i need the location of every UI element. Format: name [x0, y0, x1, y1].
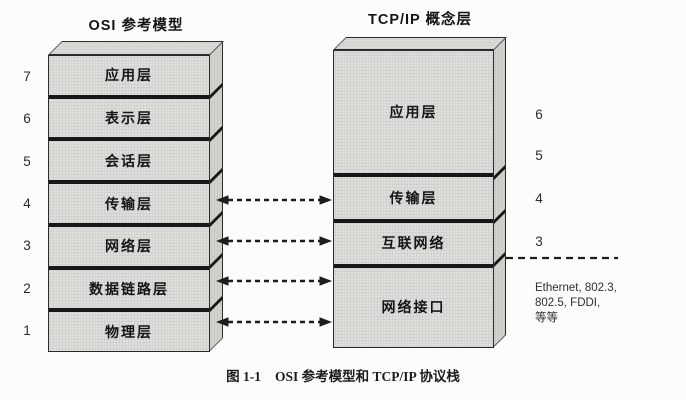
peer-arrow-transport	[216, 195, 332, 205]
network-interface-annotation: Ethernet, 802.3, 802.5, FDDI, 等等	[535, 281, 617, 327]
osi-stack-top-face	[48, 41, 224, 55]
tcpip-side-number: 4	[535, 190, 543, 206]
side-divider	[493, 165, 505, 180]
annotation-line: Ethernet, 802.3,	[535, 282, 617, 294]
osi-layer-transport: 传输层	[49, 180, 209, 223]
tcpip-layer-internet: 互联网络	[334, 218, 493, 264]
tcpip-layer-network-interface: 网络接口	[334, 263, 493, 347]
osi-layer-numbers: 7 6 5 4 3 2 1	[14, 55, 40, 352]
side-divider	[209, 126, 222, 142]
tcpip-stack: 应用层 传输层 互联网络 网络接口	[333, 50, 494, 348]
osi-layer-physical: 物理层	[49, 308, 209, 351]
side-divider	[209, 211, 222, 227]
tcpip-stack-side-face	[492, 37, 506, 348]
osi-layer-number: 4	[23, 195, 31, 211]
osi-layer-number: 3	[23, 238, 31, 254]
tcpip-side-number: 3	[535, 233, 543, 249]
tcpip-side-number: 5	[535, 147, 543, 163]
osi-stack: 应用层 表示层 会话层 传输层 网络层 数据链路层 物理层	[48, 55, 210, 352]
osi-layer-datalink: 数据链路层	[49, 265, 209, 309]
side-divider	[209, 83, 222, 99]
osi-layer-number: 7	[23, 68, 31, 84]
tcpip-stack-title: TCP/IP 概念层	[368, 12, 472, 28]
osi-layer-number: 2	[23, 280, 31, 296]
osi-layer-number: 6	[23, 111, 31, 127]
tcpip-layer-application: 应用层	[389, 103, 438, 120]
osi-stack-side-face	[208, 41, 223, 352]
side-divider	[493, 252, 505, 267]
side-divider	[209, 168, 222, 184]
osi-stack-title: OSI 参考模型	[88, 18, 184, 34]
tcpip-stack-top-face	[333, 37, 507, 50]
peer-arrow-network	[216, 236, 332, 246]
osi-layer-presentation: 表示层	[49, 94, 209, 138]
annotation-line: 等等	[535, 312, 558, 325]
side-divider	[209, 253, 222, 269]
osi-layer-network: 网络层	[49, 222, 209, 266]
annotation-line: 802.5, FDDI,	[535, 297, 601, 310]
figure-caption: 图 1-1 OSI 参考模型和 TCP/IP 协议栈	[0, 365, 686, 385]
figure-number: 图 1-1	[226, 369, 261, 384]
osi-layer-session: 会话层	[49, 137, 209, 180]
peer-arrow-datalink	[216, 276, 332, 286]
osi-layer-application: 应用层	[105, 67, 153, 84]
osi-layer-number: 5	[23, 153, 31, 169]
tcpip-side-number: 6	[535, 106, 543, 122]
peer-arrow-physical	[216, 317, 332, 327]
tcpip-layer-transport: 传输层	[334, 172, 493, 219]
osi-layer-number: 1	[23, 323, 31, 339]
side-divider	[209, 296, 222, 312]
side-divider	[493, 209, 505, 224]
figure-title: OSI 参考模型和 TCP/IP 协议栈	[274, 369, 460, 384]
